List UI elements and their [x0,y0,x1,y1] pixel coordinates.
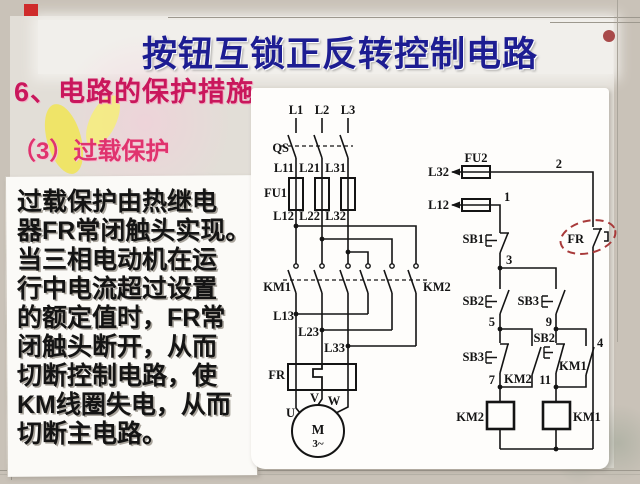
label-motor-m: M [312,422,325,437]
control-circuit-labels: L32 FU2 2 L12 1 SB1 3 FR SB2 5 SB3 KM2 7… [428,151,604,424]
label-km1-latch: KM1 [559,359,587,373]
label-fu2: FU2 [465,151,488,165]
label-qs: QS [272,141,289,155]
label-km2: KM2 [423,280,451,294]
label-l23: L23 [298,325,319,339]
label-sb3-start: SB3 [517,294,539,308]
mechanical-link-lines [281,145,428,281]
label-l11: L11 [274,161,294,175]
label-w: W [328,394,341,408]
junction-dots [293,223,559,452]
sub-heading: （3）过载保护 [12,138,170,165]
divider-line [550,22,640,23]
pushbutton-actuators [485,234,553,364]
label-l22: L22 [299,209,320,223]
circuit-diagram: L1 L2 L3 QS L11 L21 L31 FU1 L12 L22 L32 … [263,103,617,458]
fuse-fu1-symbols [288,177,356,211]
divider-line [168,17,640,18]
label-sb2-start: SB2 [462,294,484,308]
wire-arrows [451,168,460,209]
km1-coil [541,400,572,431]
label-l31: L31 [325,161,346,175]
label-km2-coil: KM2 [456,410,484,424]
label-sb2-interlock: SB2 [533,331,555,345]
label-sb3-interlock: SB3 [462,350,484,364]
km2-coil [485,400,516,431]
fuse-fu2-symbols [461,165,491,212]
label-l1: L1 [289,103,304,117]
label-node-7: 7 [489,373,495,387]
section-heading: 6、电路的保护措施 [14,77,255,107]
contactor-blades [287,269,417,294]
label-fr-control: FR [567,232,585,246]
label-ctrl-l12: L12 [428,198,449,212]
label-node-1: 1 [504,190,510,204]
label-l32: L32 [325,209,346,223]
label-v: V [310,391,319,405]
label-fu1: FU1 [264,186,287,200]
control-circuit-wires [452,171,609,450]
label-l3: L3 [341,103,356,117]
thermal-element-hook [604,231,609,242]
label-l21: L21 [299,161,320,175]
divider-line [0,474,640,475]
contactor-coils [485,400,572,431]
main-circuit-labels: L1 L2 L3 QS L11 L21 L31 FU1 L12 L22 L32 … [263,103,451,450]
nc-contact-bars [500,228,602,345]
red-square-bullet-icon [24,4,38,16]
label-km1: KM1 [263,280,291,294]
divider-line [617,0,618,342]
label-km2-latch: KM2 [504,372,532,386]
label-ctrl-l32: L32 [428,165,449,179]
label-node-2: 2 [556,157,562,171]
contact-hinge-circles [293,263,419,269]
label-node-5: 5 [489,315,495,329]
label-u: U [286,406,295,420]
thermal-relay-fr-block [287,363,357,391]
red-dot-icon [603,30,615,42]
label-fr-main: FR [268,368,286,382]
label-motor-type: 3~ [312,438,324,450]
page-title: 按钮互锁正反转控制电路 [141,35,538,74]
label-node-9: 9 [546,315,552,329]
label-node-3: 3 [506,253,512,267]
motor-circle [291,404,345,458]
label-sb1: SB1 [462,232,484,246]
label-l13: L13 [273,309,294,323]
label-km1-coil: KM1 [573,410,601,424]
label-node-4: 4 [597,336,604,350]
label-l12: L12 [273,209,294,223]
label-l33: L33 [324,341,345,355]
overload-highlight-ellipse [559,219,617,255]
body-text: 过载保护由热继电 器FR常闭触头实现。 当三相电动机在运 行中电流超过设置 的额… [17,188,251,448]
label-node-11: 11 [539,373,551,387]
control-contact-blades [499,227,602,376]
label-l2: L2 [315,103,330,117]
divider-line [0,470,640,471]
